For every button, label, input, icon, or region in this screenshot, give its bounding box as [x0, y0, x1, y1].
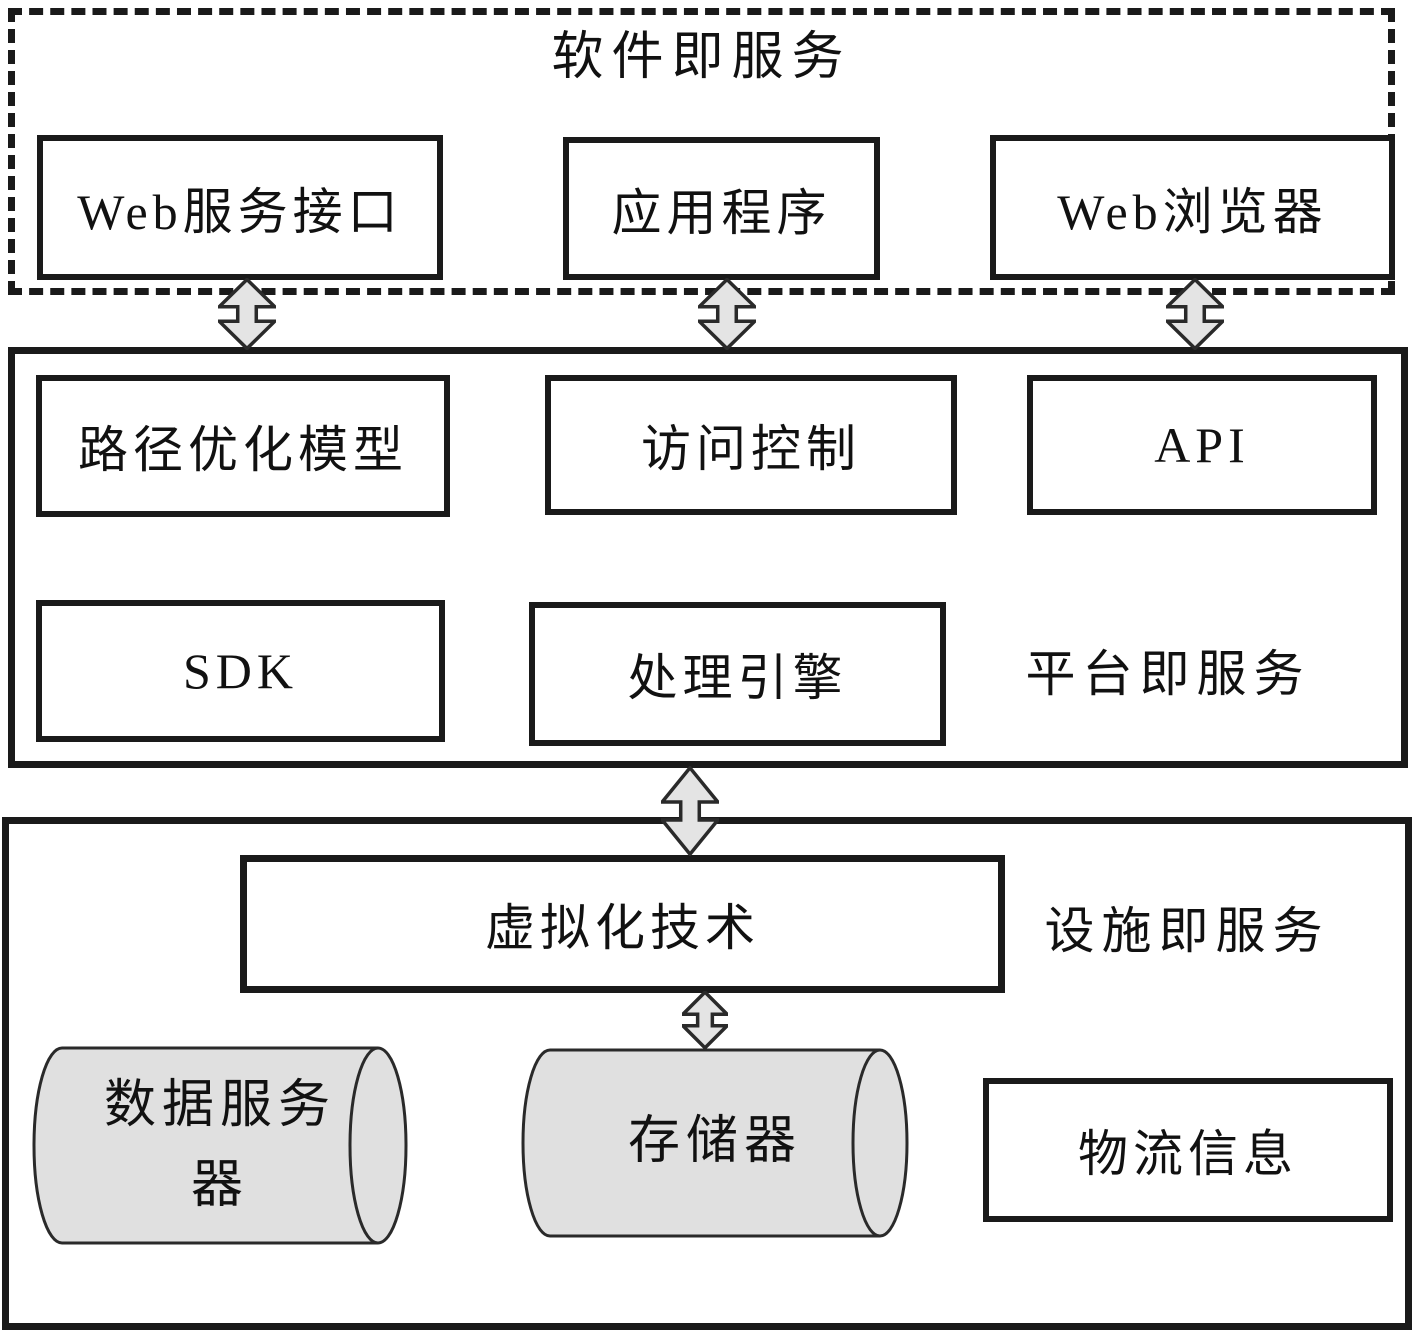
- cylinder-storage: [521, 1048, 909, 1238]
- box-web-browser: Web浏览器: [990, 135, 1395, 280]
- saas-layer-title: 软件即服务: [551, 29, 852, 86]
- cylinder-data-server-label-line2: 器: [190, 1157, 249, 1214]
- box-api: API: [1027, 375, 1377, 515]
- box-virtualization-technology: 虚拟化技术: [240, 855, 1005, 993]
- double-arrow-icon: [682, 991, 728, 1049]
- box-route-optimization-model: 路径优化模型: [36, 375, 450, 517]
- box-access-control: 访问控制: [545, 375, 957, 515]
- cylinder-data-server-label: 数据服务 器: [62, 1066, 378, 1226]
- box-processing-engine: 处理引擎: [529, 602, 946, 746]
- cylinder-storage-label: 存储器: [627, 1113, 802, 1170]
- cylinder-data-server: [32, 1046, 408, 1245]
- box-logistics-info: 物流信息: [983, 1078, 1393, 1222]
- iaas-layer-label: 设施即服务: [1044, 903, 1330, 959]
- cylinder-data-server-label-line1: 数据服务: [103, 1077, 336, 1134]
- box-sdk: SDK: [36, 600, 445, 742]
- box-web-service-interface: Web服务接口: [37, 135, 443, 280]
- double-arrow-icon: [218, 278, 276, 350]
- box-application: 应用程序: [563, 137, 880, 280]
- paas-layer-label: 平台即服务: [1025, 646, 1311, 702]
- double-arrow-icon: [1166, 278, 1224, 350]
- double-arrow-icon: [698, 278, 756, 350]
- double-arrow-icon: [661, 766, 719, 856]
